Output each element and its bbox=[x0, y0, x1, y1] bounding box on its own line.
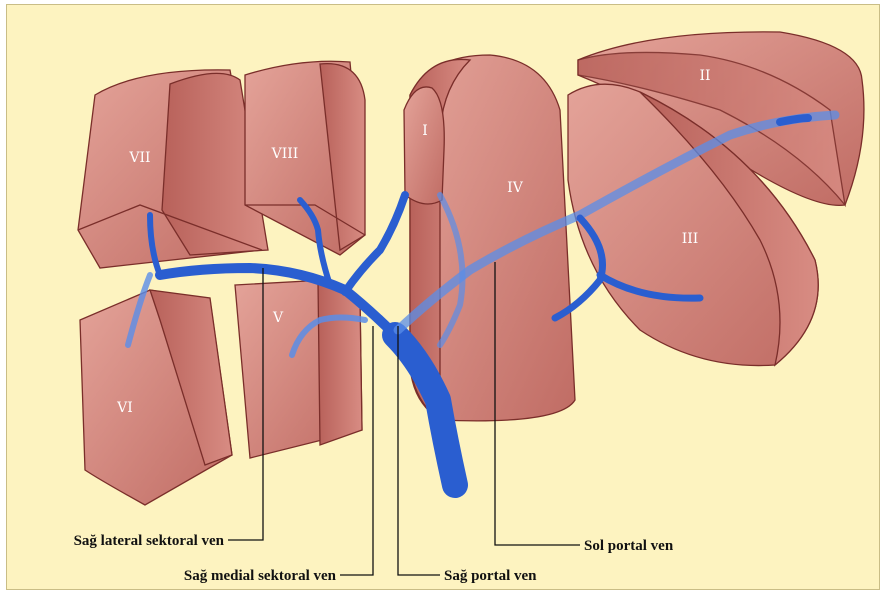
segment-viii-label: VIII bbox=[271, 146, 299, 162]
right-medial-sectoral-vein-label: Sağ medial sektoral ven bbox=[184, 568, 337, 584]
segment-vii-label: VII bbox=[128, 150, 150, 166]
segment-vi bbox=[80, 290, 232, 505]
segment-v-label: V bbox=[272, 310, 284, 326]
segment-i bbox=[404, 87, 444, 204]
segment-vi-label: VI bbox=[116, 400, 133, 416]
segment-vii bbox=[78, 70, 268, 268]
left-portal-vein-label: Sol portal ven bbox=[584, 538, 674, 554]
segment-iii-label: III bbox=[682, 231, 699, 247]
segment-iv-label: IV bbox=[507, 180, 524, 196]
segment-v bbox=[235, 280, 362, 458]
right-portal-vein-label: Sağ portal ven bbox=[444, 568, 537, 584]
segment-ii-label: II bbox=[699, 68, 710, 84]
right-lateral-sectoral-vein-label: Sağ lateral sektoral ven bbox=[74, 533, 225, 549]
segment-i-label: I bbox=[422, 123, 428, 139]
